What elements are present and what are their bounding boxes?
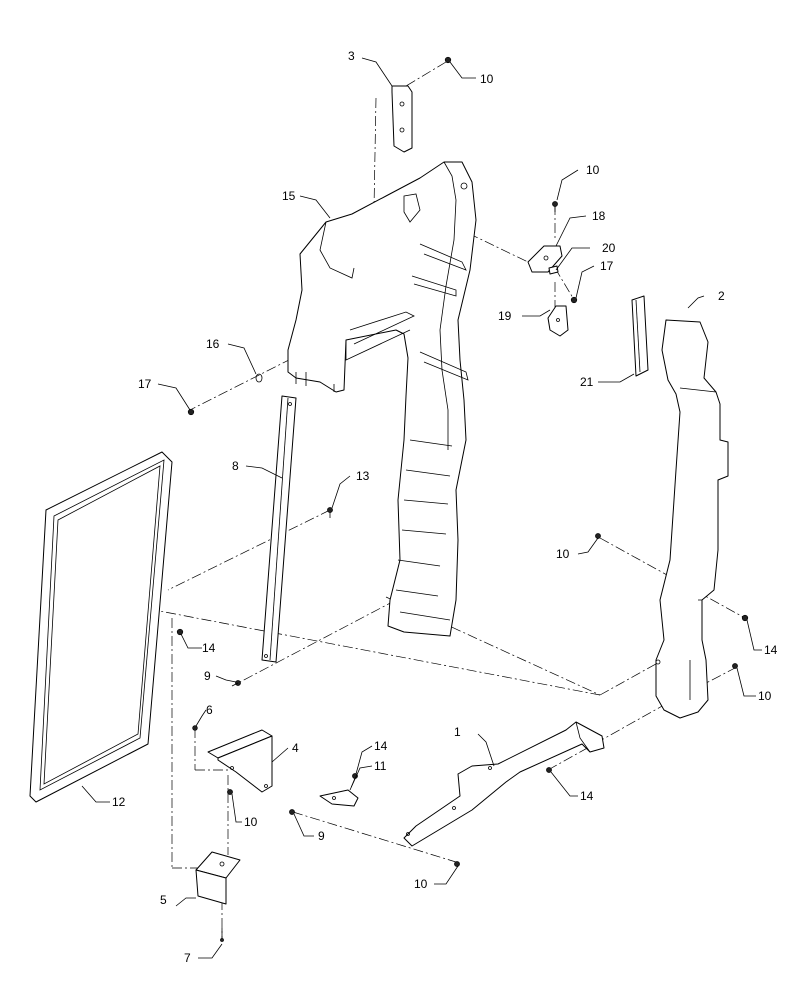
bolt-10-top	[444, 56, 452, 64]
callout-17-left: 17	[138, 377, 152, 391]
callout-9-lower: 9	[318, 829, 325, 843]
callout-4: 4	[292, 741, 299, 755]
callout-17-right: 17	[600, 259, 614, 273]
callout-18: 18	[592, 209, 606, 223]
callout-10-upper-right: 10	[586, 163, 600, 177]
callout-8: 8	[232, 459, 239, 473]
part-12-frame	[29, 451, 173, 803]
bolt-10-right-lower	[732, 663, 738, 669]
part-4-bracket	[207, 729, 273, 793]
nut-14-left	[176, 628, 184, 636]
callout-1: 1	[454, 725, 461, 739]
callout-16: 16	[206, 337, 220, 351]
bolt-13	[327, 507, 333, 518]
nut-17-right	[570, 296, 578, 304]
part-11-clip	[319, 789, 359, 807]
part-1-bracket	[403, 721, 605, 847]
callout-15: 15	[282, 189, 296, 203]
bolt-9-lower	[289, 809, 295, 815]
callout-14-left: 14	[202, 641, 216, 655]
part-19-bracket	[547, 305, 569, 337]
callout-2: 2	[718, 289, 725, 303]
washer-16	[255, 373, 263, 383]
part-2-side-panel	[655, 319, 729, 719]
callout-19: 19	[498, 309, 512, 323]
nut-14-right	[741, 614, 749, 622]
callout-10-top: 10	[480, 72, 494, 86]
nut-14-lower-right	[546, 767, 552, 773]
bolt-10-under-4	[227, 789, 233, 795]
callout-14-lower-right: 14	[580, 789, 594, 803]
part-18-bracket	[527, 245, 563, 273]
callout-20: 20	[602, 241, 616, 255]
bolt-10-bottom	[454, 861, 460, 867]
bolt-6	[192, 725, 198, 731]
callout-10-under-4: 10	[244, 815, 258, 829]
callout-13: 13	[356, 469, 370, 483]
nut-17-left	[187, 408, 195, 416]
callout-5: 5	[160, 893, 167, 907]
part-20-clip	[548, 265, 559, 275]
callout-12: 12	[112, 795, 126, 809]
hardware	[176, 56, 749, 942]
leader-lines	[81, 57, 762, 959]
callout-10-right-lower: 10	[758, 689, 772, 703]
bolt-9-left	[231, 680, 241, 687]
callout-21: 21	[580, 375, 594, 389]
part-15-shroud	[287, 161, 477, 637]
bolt-7	[220, 928, 224, 942]
bolt-10-upper-right	[552, 201, 558, 212]
callout-6: 6	[206, 703, 213, 717]
callout-14-center: 14	[374, 739, 388, 753]
callout-10-bottom: 10	[414, 877, 428, 891]
callout-9-left: 9	[204, 669, 211, 683]
part-3-bracket	[391, 85, 413, 153]
part-21-seal	[631, 295, 649, 377]
part-8-strip	[261, 395, 297, 663]
callout-14-right: 14	[764, 643, 778, 657]
part-5-bracket	[195, 851, 241, 905]
callout-labels: 3 10 15 10 18 20 17 19 2 16 21 17 8 13 1…	[112, 49, 778, 965]
callout-7: 7	[184, 951, 191, 965]
callout-11: 11	[374, 759, 387, 773]
callout-3: 3	[348, 49, 355, 63]
bolt-10-mid-right	[595, 533, 601, 539]
callout-10-mid-right: 10	[556, 547, 570, 561]
